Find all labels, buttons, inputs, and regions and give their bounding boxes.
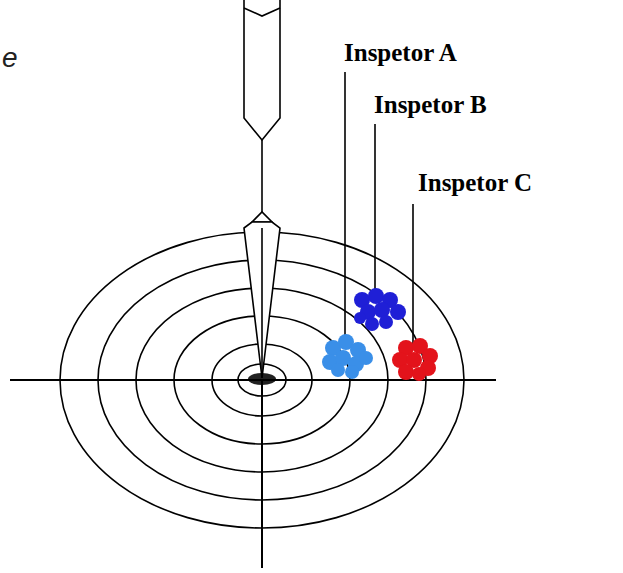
leader-line <box>412 204 414 344</box>
inspector-label: Inspetor A <box>344 40 457 65</box>
axis-line <box>261 380 263 568</box>
text-fragment: e <box>2 44 18 72</box>
probe-cone <box>244 222 280 378</box>
leader-line <box>344 72 346 338</box>
probe-stem <box>261 140 263 214</box>
leader-line <box>374 124 376 296</box>
inspector-label: Inspetor C <box>418 170 532 195</box>
probe <box>244 0 280 378</box>
probe-notch <box>244 8 280 16</box>
probe-cap <box>252 212 272 222</box>
probe-axis <box>261 228 263 378</box>
probe-body <box>244 0 280 140</box>
hit-cluster <box>392 338 438 381</box>
hit-cluster <box>354 288 406 331</box>
hit-cluster <box>322 334 373 379</box>
inspector-label: Inspetor B <box>374 92 487 117</box>
